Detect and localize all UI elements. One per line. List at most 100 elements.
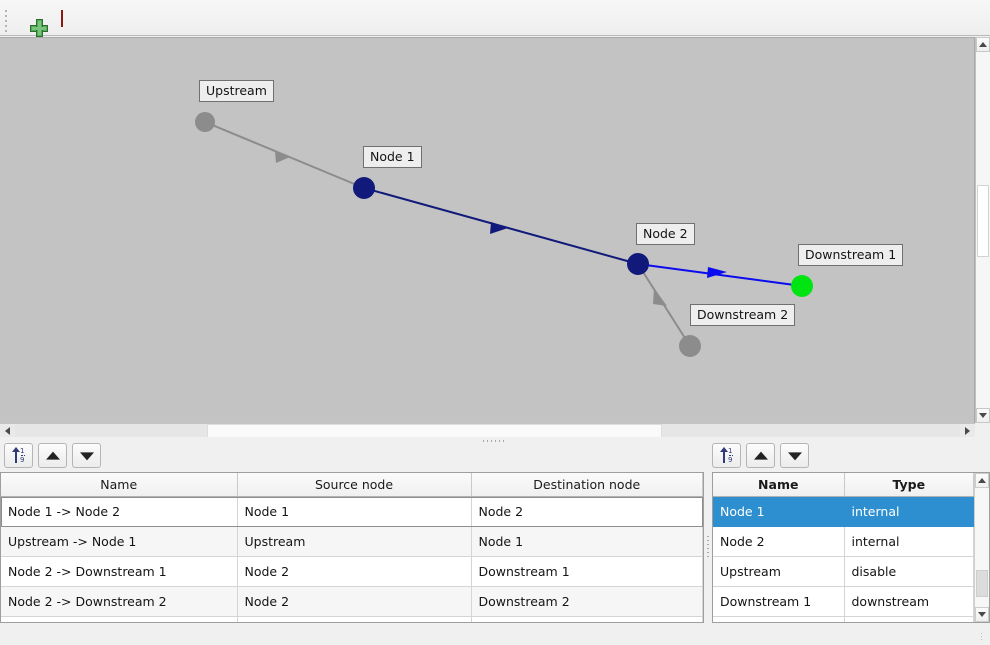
cell-name: Downstream 1 bbox=[713, 586, 845, 617]
graph-node-upstream[interactable] bbox=[195, 112, 215, 132]
cell-name: Node 1 bbox=[713, 496, 845, 527]
chevron-right-icon bbox=[965, 427, 970, 435]
cell-source: Upstream bbox=[237, 526, 472, 557]
cell-type: disable bbox=[844, 556, 974, 587]
remove-button[interactable] bbox=[49, 6, 75, 30]
graph-canvas[interactable]: Upstream Node 1 Node 2 Downstream 1 Down… bbox=[0, 37, 975, 423]
graph-node-downstream2[interactable] bbox=[679, 335, 701, 357]
splitter-grip bbox=[483, 440, 507, 442]
nodes-table: Name Type Node 1 internal Node 2 interna… bbox=[713, 473, 974, 622]
graph-vertical-scrollbar[interactable] bbox=[975, 37, 990, 423]
table-row[interactable]: Node 2 -> Downstream 1 Node 2 Downstream… bbox=[1, 556, 703, 587]
edge-upstream-node1[interactable] bbox=[204, 121, 365, 189]
column-header-destination[interactable]: Destination node bbox=[471, 473, 703, 497]
left-move-down-button[interactable] bbox=[72, 443, 101, 468]
connections-table-panel: Name Source node Destination node Node 1… bbox=[0, 472, 704, 623]
table-row[interactable]: Node 1 internal bbox=[713, 496, 974, 527]
graph-horizontal-scrollbar[interactable] bbox=[0, 423, 975, 438]
cell-source: Node 1 bbox=[237, 496, 472, 527]
window-resize-grip[interactable] bbox=[981, 633, 986, 642]
column-header-type[interactable]: Type bbox=[844, 473, 974, 497]
arrow-down-icon bbox=[787, 451, 802, 460]
chevron-up-icon bbox=[978, 478, 986, 483]
vertical-scroll-thumb[interactable] bbox=[977, 185, 989, 257]
table-row[interactable]: Downstream 1 downstream bbox=[713, 586, 974, 617]
cell-name: Upstream bbox=[713, 556, 845, 587]
graph-view: Upstream Node 1 Node 2 Downstream 1 Down… bbox=[0, 37, 990, 438]
cell-source: Node 2 bbox=[237, 586, 472, 617]
left-move-up-button[interactable] bbox=[38, 443, 67, 468]
scroll-up-button[interactable] bbox=[975, 473, 989, 488]
arrow-up-icon bbox=[45, 451, 60, 460]
chevron-down-icon bbox=[978, 612, 986, 617]
column-header-name[interactable]: Name bbox=[1, 473, 238, 497]
chevron-down-icon bbox=[979, 413, 987, 418]
cell-type: internal bbox=[844, 496, 974, 527]
graph-svg bbox=[195, 112, 813, 357]
table-scroll-thumb[interactable] bbox=[976, 570, 988, 597]
cell-destination: Node 1 bbox=[471, 526, 703, 557]
cell-type: downstream bbox=[844, 586, 974, 617]
add-button[interactable] bbox=[16, 6, 48, 37]
table-row[interactable]: Node 1 -> Node 2 Node 1 Node 2 bbox=[1, 496, 703, 527]
cell-name: Node 2 bbox=[713, 526, 845, 557]
cell-destination: Downstream 2 bbox=[471, 586, 703, 617]
scroll-down-button[interactable] bbox=[975, 607, 989, 622]
scroll-right-button[interactable] bbox=[960, 424, 975, 438]
graph-node-label-downstream1[interactable]: Downstream 1 bbox=[798, 244, 904, 266]
graph-node-label-node1[interactable]: Node 1 bbox=[363, 146, 422, 168]
table-row[interactable]: Upstream disable bbox=[713, 556, 974, 587]
cell-type: internal bbox=[844, 526, 974, 557]
top-toolbar bbox=[0, 0, 990, 37]
scroll-down-button[interactable] bbox=[976, 408, 990, 423]
graph-node-label-downstream2[interactable]: Downstream 2 bbox=[690, 304, 796, 326]
graph-node-node2[interactable] bbox=[627, 253, 649, 275]
cell-name: Upstream -> Node 1 bbox=[1, 526, 238, 557]
chevron-up-icon bbox=[979, 42, 987, 47]
right-move-down-button[interactable] bbox=[780, 443, 809, 468]
edge-node1-node2[interactable] bbox=[363, 187, 639, 265]
cell-destination: Downstream 1 bbox=[471, 556, 703, 587]
graph-node-downstream1[interactable] bbox=[791, 275, 813, 297]
table-row[interactable]: Node 2 -> Downstream 2 Node 2 Downstream… bbox=[1, 586, 703, 617]
cell-name: Node 2 -> Downstream 2 bbox=[1, 586, 238, 617]
table-row[interactable]: Node 2 internal bbox=[713, 526, 974, 557]
edge-node2-downstream1[interactable] bbox=[637, 263, 803, 287]
edge-node2-downstream2[interactable] bbox=[637, 263, 691, 347]
vertical-splitter[interactable] bbox=[704, 472, 712, 623]
nodes-table-panel: Name Type Node 1 internal Node 2 interna… bbox=[712, 472, 990, 623]
graph-node-label-upstream[interactable]: Upstream bbox=[199, 80, 274, 102]
arrow-down-icon bbox=[79, 451, 94, 460]
nodes-table-scrollbar[interactable] bbox=[974, 473, 989, 622]
horizontal-scroll-thumb[interactable] bbox=[207, 424, 662, 438]
right-move-up-button[interactable] bbox=[746, 443, 775, 468]
cell-source: Node 2 bbox=[237, 556, 472, 587]
scroll-left-button[interactable] bbox=[0, 424, 15, 438]
toolbar-drag-handle[interactable] bbox=[5, 10, 9, 32]
splitter-grip bbox=[707, 535, 709, 560]
connections-table: Name Source node Destination node Node 1… bbox=[1, 473, 703, 622]
table-empty-row bbox=[713, 616, 974, 622]
table-header-row: Name Source node Destination node bbox=[1, 473, 703, 497]
scroll-up-button[interactable] bbox=[976, 37, 990, 52]
table-empty-row bbox=[1, 616, 703, 622]
minus-icon bbox=[61, 9, 63, 27]
graph-node-label-node2[interactable]: Node 2 bbox=[636, 223, 695, 245]
graph-node-node1[interactable] bbox=[353, 177, 375, 199]
horizontal-splitter[interactable] bbox=[0, 437, 990, 445]
cell-name: Node 2 -> Downstream 1 bbox=[1, 556, 238, 587]
cell-destination: Node 2 bbox=[471, 496, 703, 527]
column-header-source[interactable]: Source node bbox=[237, 473, 472, 497]
scrollbar-corner bbox=[975, 423, 990, 438]
cell-name: Node 1 -> Node 2 bbox=[1, 496, 238, 527]
chevron-left-icon bbox=[5, 427, 10, 435]
column-header-name[interactable]: Name bbox=[713, 473, 845, 497]
table-row[interactable]: Upstream -> Node 1 Upstream Node 1 bbox=[1, 526, 703, 557]
